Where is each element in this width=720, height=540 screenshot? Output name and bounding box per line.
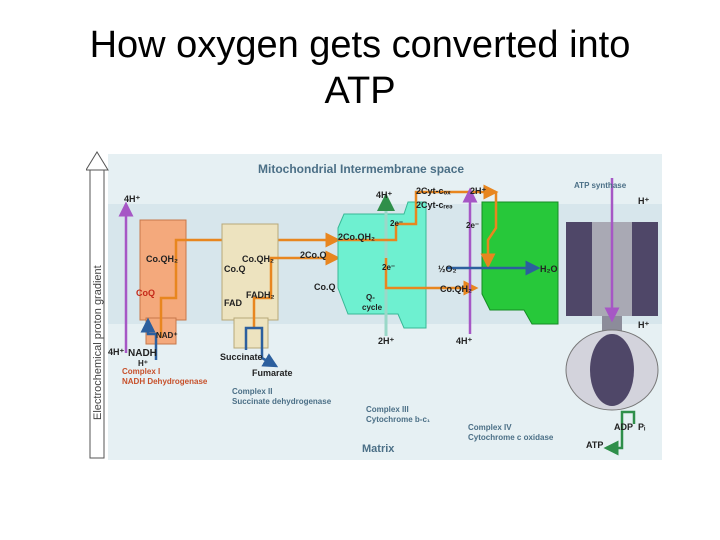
slide-title: How oxygen gets converted into ATP bbox=[0, 22, 720, 114]
complex-3-qcycle-1: Q- bbox=[366, 293, 375, 302]
atp-synthase-adp: ADP bbox=[614, 422, 633, 432]
atp-synthase-h-top: H⁺ bbox=[638, 196, 649, 206]
complex-1 bbox=[139, 219, 187, 345]
complex-2-succinate: Succinate bbox=[220, 352, 263, 362]
atp-synthase-pi: Pᵢ bbox=[638, 422, 646, 432]
matrix-label: Matrix bbox=[362, 443, 395, 455]
slide-title-line-1: How oxygen gets converted into bbox=[89, 24, 631, 66]
complex-2-body bbox=[221, 223, 279, 321]
complex-3-name: Complex III bbox=[366, 405, 409, 414]
complex-4-body bbox=[481, 201, 559, 325]
atp-synthase-name: ATP synthase bbox=[574, 181, 627, 190]
complex-3-body bbox=[337, 201, 427, 329]
complex-4-coqh2: Co.QH₂ bbox=[440, 284, 472, 294]
atp-synthase-h-mid: H⁺ bbox=[638, 320, 649, 330]
slide-title-line-2: ATP bbox=[324, 70, 396, 112]
complex-2-coqh2: Co.QH₂ bbox=[242, 254, 274, 264]
complex-3-h-top: 4H⁺ bbox=[376, 190, 393, 200]
atp-synthase-left-wall bbox=[566, 222, 592, 316]
complex-3-subname: Cytochrome b-c₁ bbox=[366, 415, 431, 424]
atp-synthase-right-wall bbox=[632, 222, 658, 316]
complex-1-nadplus: NAD⁺ bbox=[156, 331, 178, 340]
complex-2-fadh2: FADH₂ bbox=[246, 290, 275, 300]
complex-2-subname: Succinate dehydrogenase bbox=[232, 397, 332, 406]
atp-synthase-atp: ATP bbox=[586, 440, 603, 450]
complex-3 bbox=[337, 201, 427, 329]
complex-3-electron-arrow bbox=[338, 184, 499, 242]
complex-4-half-o2: ½O₂ bbox=[438, 264, 457, 274]
complex-2-succinate-arrow bbox=[244, 326, 279, 368]
atp-synthase-core bbox=[590, 334, 634, 406]
gradient-label: Electrochemical proton gradient bbox=[92, 265, 104, 420]
complex-2-coq: Co.Q bbox=[224, 264, 246, 274]
complex-4-h2o: H₂O bbox=[540, 264, 558, 274]
complex-3-qcycle-2: cycle bbox=[362, 303, 383, 312]
complex-2-fad: FAD bbox=[224, 298, 243, 308]
complex-3-e1: 2e⁻ bbox=[390, 219, 403, 228]
complex-2-name: Complex II bbox=[232, 387, 272, 396]
intermembrane-label: Mitochondrial Intermembrane space bbox=[258, 162, 464, 176]
complex-1-h-top: 4H⁺ bbox=[124, 194, 141, 204]
complex-3-q-cycle-arrow bbox=[384, 258, 479, 296]
complex-2-fumarate: Fumarate bbox=[252, 368, 293, 378]
complex-1-coqh2: Co.QH₂ bbox=[146, 254, 178, 264]
complex-4-subname: Cytochrome c oxidase bbox=[468, 433, 554, 442]
complex-1-name: Complex I bbox=[122, 367, 160, 376]
complex-4-h-top: 2H⁺ bbox=[470, 186, 487, 196]
complex-4-h-bottom: 4H⁺ bbox=[456, 336, 473, 346]
complex-3-h-bottom: 2H⁺ bbox=[378, 336, 395, 346]
complex-4-name: Complex IV bbox=[468, 423, 512, 432]
complex-3-coq: 2Co.Q bbox=[300, 250, 327, 260]
complex-3-coqh2: 2Co.QH₂ bbox=[338, 232, 375, 242]
complex-1-coq: CoQ bbox=[136, 288, 155, 298]
complex-1-body bbox=[139, 219, 187, 321]
atp-synthase-atp-arrow bbox=[603, 410, 636, 456]
complex-1-nadh-arrow bbox=[140, 317, 158, 360]
complex-4 bbox=[481, 201, 559, 325]
electron-transport-chain-diagram: Electrochemical proton gradient Mitochon… bbox=[86, 151, 662, 460]
complex-1-nadh: NADH bbox=[128, 348, 157, 359]
complex-4-e: 2e⁻ bbox=[466, 221, 479, 230]
complex-3-cyt-red: 2Cyt-cᵣₑₔ bbox=[416, 200, 453, 210]
proton-gradient-arrow bbox=[86, 151, 109, 459]
complex-1-subname: NADH Dehydrogenase bbox=[122, 377, 208, 386]
complex-3-coq-left: Co.Q bbox=[314, 282, 336, 292]
complex-3-e2: 2e⁻ bbox=[382, 263, 395, 272]
complex-2-electron-arrow bbox=[252, 250, 341, 328]
complex-1-h-bottom: 4H⁺ bbox=[108, 347, 125, 357]
complex-1-hplus: H⁺ bbox=[138, 359, 148, 368]
complex-4-electron-arrow bbox=[480, 192, 498, 269]
complex-3-cyt-ox: 2Cyt-cₒₓ bbox=[416, 186, 451, 196]
